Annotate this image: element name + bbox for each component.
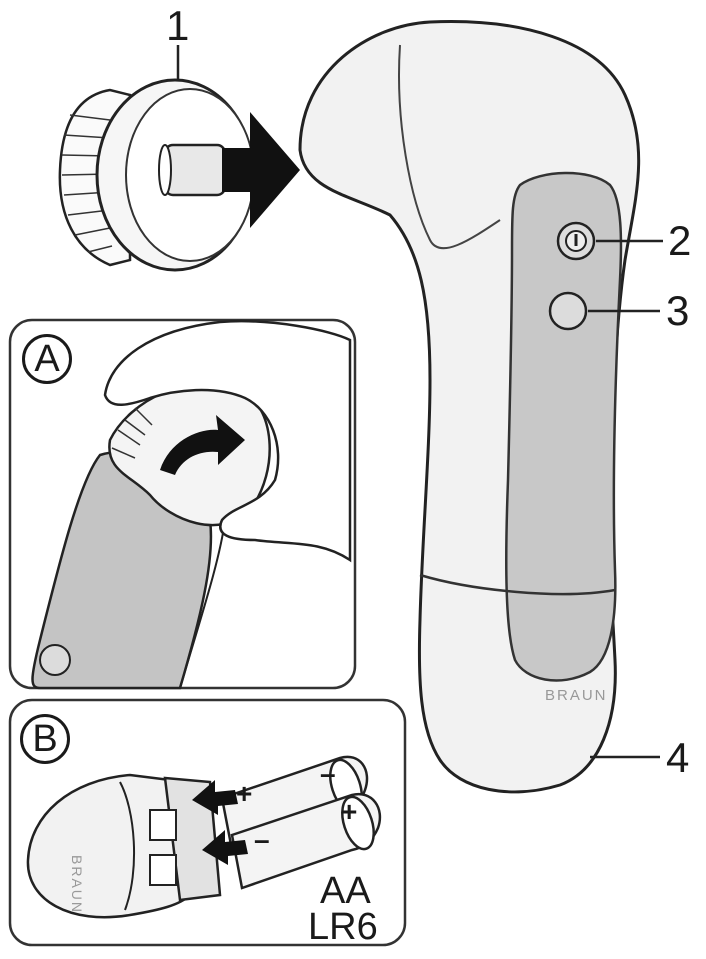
head-contour bbox=[398, 44, 501, 250]
inset-a-panel bbox=[8, 318, 357, 690]
battery-type-line2: LR6 bbox=[308, 906, 378, 948]
grip-panel bbox=[505, 171, 623, 682]
battery-bottom-minus: – bbox=[254, 824, 270, 855]
power-icon bbox=[574, 234, 578, 246]
inset-b-badge: B bbox=[20, 714, 70, 764]
battery-cap-seam bbox=[419, 573, 616, 596]
brush-connector bbox=[163, 143, 227, 197]
arrow-right-icon bbox=[222, 112, 300, 228]
battery-top-minus: – bbox=[320, 758, 336, 789]
speed-button[interactable] bbox=[548, 291, 588, 331]
inset-a-handle-button bbox=[39, 644, 71, 676]
inset-a-handle-rim bbox=[179, 519, 226, 689]
battery-slot-top bbox=[149, 809, 177, 841]
callout-label-3: 3 bbox=[666, 287, 690, 334]
brand-logo-main: BRAUN bbox=[545, 687, 608, 704]
battery-slot-bottom bbox=[149, 854, 177, 886]
callout-label-2: 2 bbox=[668, 217, 692, 264]
callout-label-1: 1 bbox=[166, 2, 190, 49]
brush-connector-end bbox=[158, 144, 172, 196]
inset-a-badge: A bbox=[22, 334, 72, 384]
battery-bottom bbox=[230, 792, 382, 890]
inset-a-ring-ridges bbox=[111, 407, 153, 459]
arrow-left-icon bbox=[192, 780, 238, 815]
inset-b-panel: BRAUN bbox=[8, 698, 407, 947]
inset-b-cap-rim bbox=[119, 781, 136, 911]
callout-label-4: 4 bbox=[666, 734, 690, 781]
battery-bottom-plus: + bbox=[341, 796, 358, 827]
brush-head bbox=[58, 78, 300, 272]
arrow-left-icon bbox=[202, 830, 248, 865]
inset-a-hand bbox=[103, 320, 352, 563]
device-body: BRAUN bbox=[298, 20, 641, 794]
brand-logo-cap: BRAUN bbox=[69, 855, 85, 914]
battery-type-line1: AA bbox=[320, 870, 371, 912]
battery-top-plus: + bbox=[236, 778, 253, 809]
curved-arrow-icon bbox=[160, 415, 245, 475]
